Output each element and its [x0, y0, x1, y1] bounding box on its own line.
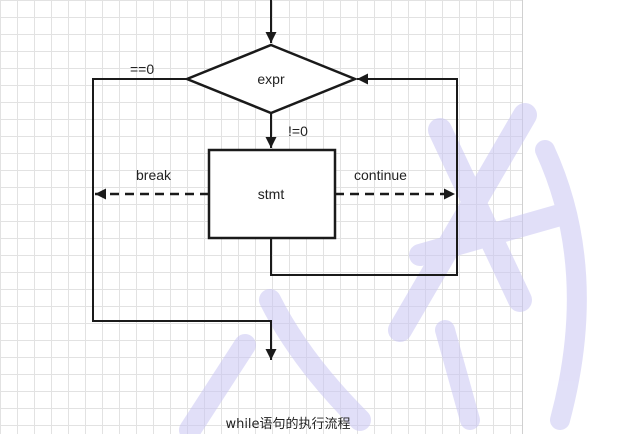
break-label: break — [136, 167, 172, 183]
diagram-caption: while语句的执行流程 — [225, 416, 350, 432]
false-branch-label: ==0 — [130, 61, 154, 77]
statement-label: stmt — [258, 186, 285, 202]
false-branch-path — [92, 78, 277, 360]
watermark — [179, 103, 587, 434]
watermark-stroke — [259, 289, 371, 431]
continue-label: continue — [354, 167, 407, 183]
watermark-stroke — [409, 204, 571, 266]
watermark-stroke — [535, 140, 587, 430]
watermark-stroke — [179, 334, 256, 434]
true-branch-label: !=0 — [288, 123, 308, 139]
watermark-stroke — [388, 103, 537, 342]
loop-back-path — [270, 73, 458, 276]
watermark-stroke — [435, 320, 480, 430]
decision-label: expr — [257, 71, 285, 87]
